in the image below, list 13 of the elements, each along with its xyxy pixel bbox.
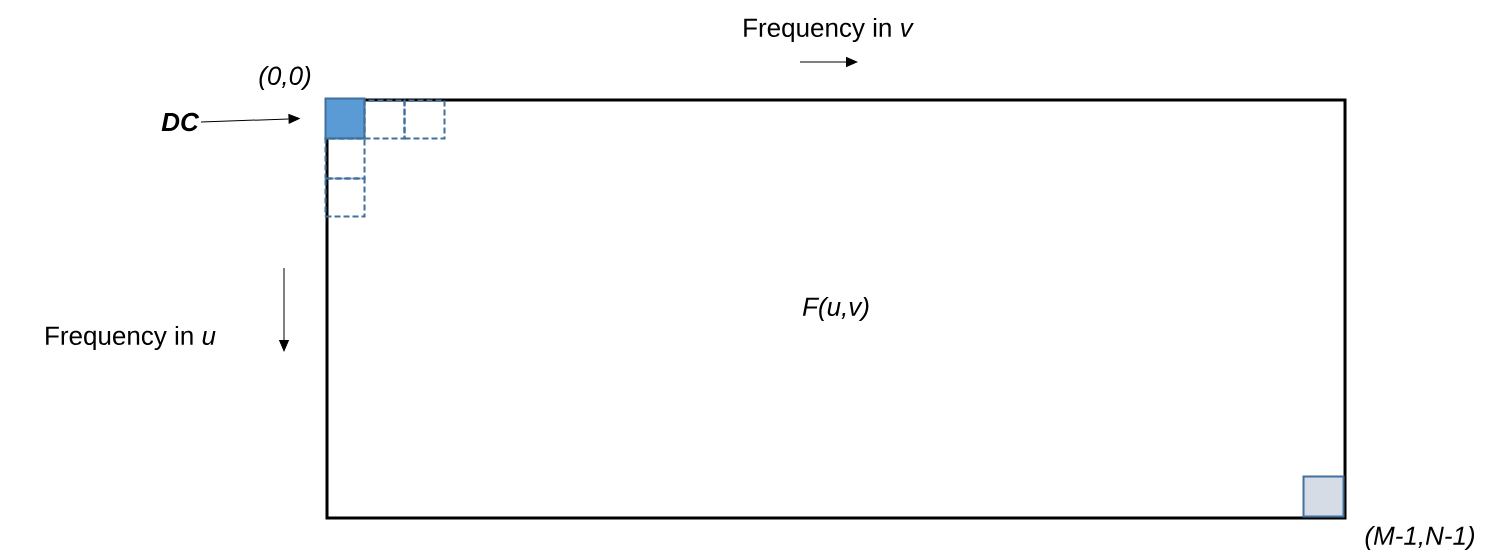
coordinate-label: (M-1,N-1) [1365,525,1475,551]
dashed-square [324,177,366,218]
axis-label: Frequency in v [744,17,914,43]
filled-square [324,97,366,140]
arrow [200,114,300,124]
corner-square [1302,475,1345,518]
dashed-square [324,137,366,180]
dc-label: DC [161,112,200,132]
coordinate-label: (0,0) [259,65,311,91]
spectrum-rectangle: F(u,v) [325,98,1347,520]
dashed-square [403,99,446,140]
dashed-square [363,99,406,140]
axis-label: Frequency in u [46,325,216,351]
